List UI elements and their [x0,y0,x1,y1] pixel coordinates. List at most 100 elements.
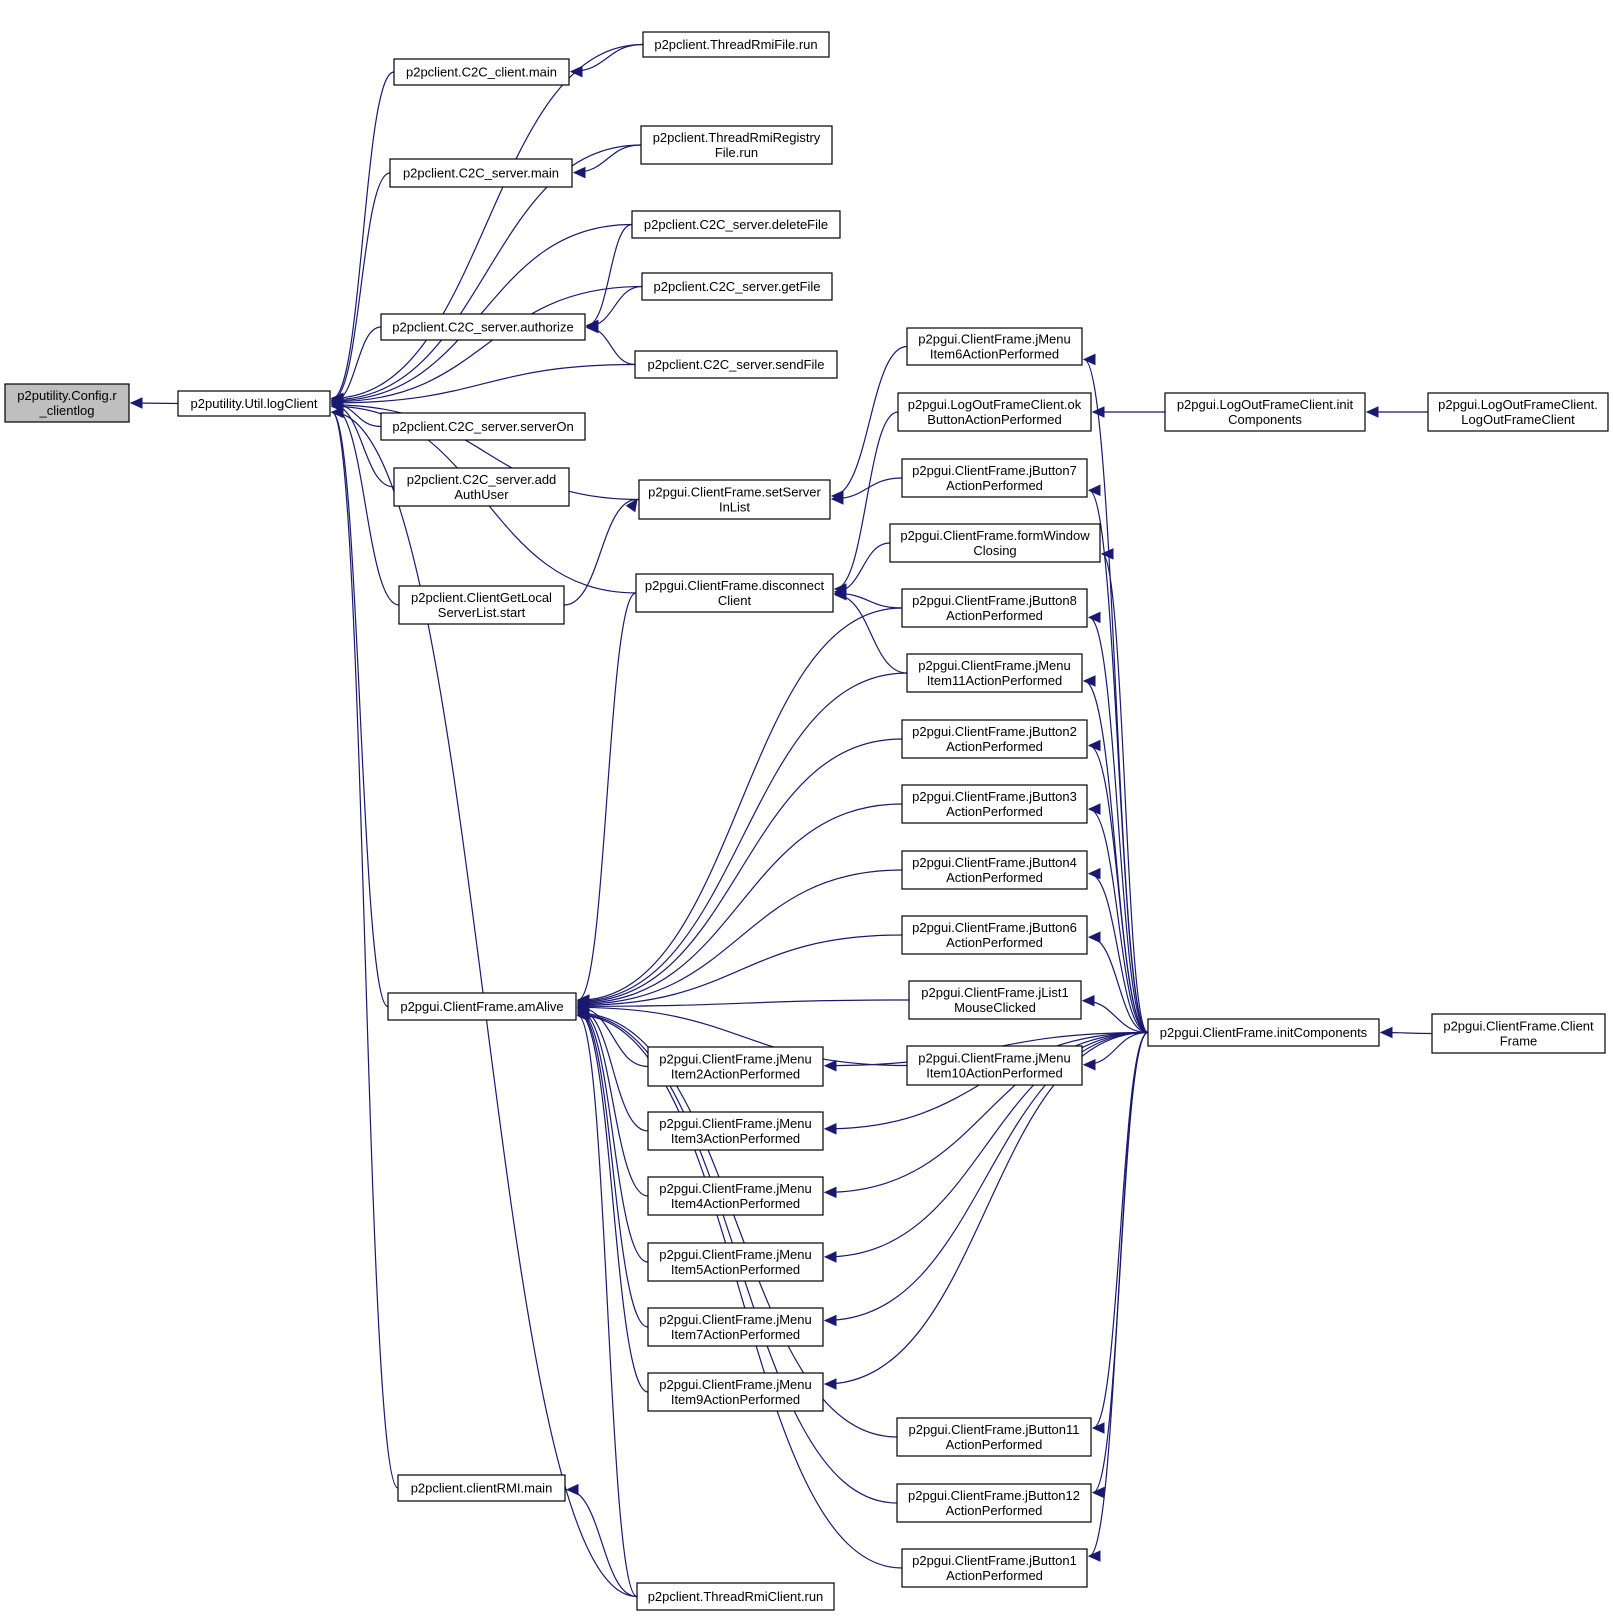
edge-n14-to-n15 [576,592,637,1006]
edge-n5-to-n1 [330,172,391,406]
node-label-line: Closing [973,543,1016,558]
node-n19[interactable]: p2pgui.LogOutFrameClient.okButtonActionP… [897,392,1092,432]
node-label-line: p2pgui.ClientFrame.formWindow [900,528,1090,543]
edge-n23-to-n15 [576,672,908,1008]
node-label-line: p2pclient.C2C_server.add [407,472,557,487]
node-n0[interactable]: p2putility.Config.r_clientlog [4,383,130,423]
node-label-line: p2pgui.LogOutFrameClient. [1438,397,1598,412]
node-label-line: Item10ActionPerformed [926,1066,1063,1081]
node-n18[interactable]: p2pgui.ClientFrame.jMenuItem6ActionPerfo… [906,327,1083,366]
node-n9[interactable]: p2pclient.C2C_server.sendFile [634,350,838,379]
node-label-line: Frame [1500,1034,1538,1049]
node-n31[interactable]: p2pgui.ClientFrame.jMenuItem3ActionPerfo… [647,1111,824,1151]
node-n22[interactable]: p2pgui.ClientFrame.jButton8ActionPerform… [901,588,1088,628]
edge-n25-to-n15 [576,803,903,1010]
node-n3[interactable]: p2pclient.ThreadRmiFile.run [642,31,830,58]
node-label-line: p2putility.Util.logClient [191,396,318,411]
node-label-line: p2pclient.C2C_server.deleteFile [644,217,828,232]
node-n37[interactable]: p2pgui.ClientFrame.jButton12ActionPerfor… [896,1483,1092,1523]
edge-n16-to-n1 [330,406,399,1489]
node-n33[interactable]: p2pgui.ClientFrame.jMenuItem5ActionPerfo… [647,1242,824,1282]
node-n34[interactable]: p2pgui.ClientFrame.jMenuItem7ActionPerfo… [647,1307,824,1347]
edge-n41-to-n25 [1087,803,1149,1034]
edge-n3-to-n2 [569,43,644,78]
node-label-line: ActionPerformed [946,1568,1043,1583]
node-n39[interactable]: p2pgui.LogOutFrameClient.initComponents [1164,392,1366,432]
node-n8[interactable]: p2pclient.C2C_server.authorize [380,313,586,341]
edge-n41-to-n38 [1087,1031,1149,1562]
node-n5[interactable]: p2pclient.C2C_server.main [389,158,573,188]
node-n1[interactable]: p2putility.Util.logClient [177,390,331,417]
node-n26[interactable]: p2pgui.ClientFrame.jButton4ActionPerform… [901,850,1088,890]
edge-n4-to-n5 [572,144,642,179]
node-label-line: p2pgui.ClientFrame.setServer [648,485,821,500]
edge-n40-to-n39 [1365,406,1428,418]
node-n25[interactable]: p2pgui.ClientFrame.jButton3ActionPerform… [901,784,1088,824]
node-label-line: p2pclient.ThreadRmiClient.run [648,1589,824,1604]
edge-n41-to-n26 [1087,867,1149,1034]
node-label-line: p2pgui.ClientFrame.disconnect [645,578,825,593]
node-n20[interactable]: p2pgui.ClientFrame.jButton7ActionPerform… [901,458,1088,498]
node-label-line: p2pgui.ClientFrame.jMenu [659,1052,811,1067]
edge-n7-to-n1 [330,285,643,408]
edge-n3-to-n1 [330,43,644,405]
node-label-line: p2pgui.ClientFrame.jButton4 [912,855,1077,870]
edge-layer [129,43,1433,1598]
node-n23[interactable]: p2pgui.ClientFrame.jMenuItem11ActionPerf… [906,653,1083,693]
node-label-line: InList [719,500,750,515]
node-label-line: Components [1228,412,1302,427]
node-label-line: p2pclient.C2C_server.main [403,166,559,181]
node-n7[interactable]: p2pclient.C2C_server.getFile [641,272,833,301]
node-label-line: p2pgui.ClientFrame.jMenu [918,1051,1070,1066]
node-n2[interactable]: p2pclient.C2C_client.main [393,58,570,86]
node-n40[interactable]: p2pgui.LogOutFrameClient.LogOutFrameClie… [1427,392,1609,432]
node-label-line: p2pgui.ClientFrame.Client [1443,1019,1594,1034]
node-label-line: p2putility.Config.r [17,388,117,403]
node-label-line: Item3ActionPerformed [671,1131,800,1146]
node-label-line: LogOutFrameClient [1461,412,1575,427]
edge-n23-to-n14 [833,588,908,674]
node-label-line: p2pclient.ThreadRmiFile.run [654,37,817,52]
node-n42[interactable]: p2pgui.ClientFrame.ClientFrame [1431,1013,1606,1054]
node-n36[interactable]: p2pgui.ClientFrame.jButton11ActionPerfor… [896,1417,1092,1457]
edge-n38-to-n15 [576,1009,903,1569]
node-n15[interactable]: p2pgui.ClientFrame.amAlive [387,992,577,1021]
edge-n41-to-n20 [1087,484,1149,1034]
edge-n1-to-n0 [129,397,179,409]
node-label-line: MouseClicked [954,1000,1036,1015]
node-label-line: _clientlog [39,403,95,418]
node-n10[interactable]: p2pclient.C2C_server.serverOn [380,412,586,441]
node-n16[interactable]: p2pclient.clientRMI.main [397,1474,566,1502]
node-label-line: p2pgui.ClientFrame.jMenu [918,658,1070,673]
node-label-line: p2pgui.ClientFrame.jButton2 [912,724,1077,739]
edge-n42-to-n41 [1379,1026,1433,1039]
node-label-line: ActionPerformed [946,608,1043,623]
node-n29[interactable]: p2pgui.ClientFrame.jMenuItem10ActionPerf… [906,1045,1083,1086]
node-label-line: ActionPerformed [946,1503,1043,1518]
node-n6[interactable]: p2pclient.C2C_server.deleteFile [631,210,841,239]
edge-n41-to-n36 [1091,1031,1149,1434]
node-label-line: p2pclient.ThreadRmiRegistry [653,130,821,145]
edge-n41-to-n22 [1087,611,1149,1034]
edge-n35-to-n15 [576,1006,649,1393]
node-n35[interactable]: p2pgui.ClientFrame.jMenuItem9ActionPerfo… [647,1372,824,1412]
node-n24[interactable]: p2pgui.ClientFrame.jButton2ActionPerform… [901,719,1088,759]
node-n32[interactable]: p2pgui.ClientFrame.jMenuItem4ActionPerfo… [647,1176,824,1216]
node-label-line: p2pgui.ClientFrame.jButton1 [912,1553,1077,1568]
node-label-line: ActionPerformed [946,935,1043,950]
node-n38[interactable]: p2pgui.ClientFrame.jButton1ActionPerform… [901,1548,1088,1588]
edge-n26-to-n15 [576,869,903,1011]
node-label-line: p2pgui.ClientFrame.jButton8 [912,593,1077,608]
node-n27[interactable]: p2pgui.ClientFrame.jButton6ActionPerform… [901,915,1088,955]
node-n17[interactable]: p2pclient.ThreadRmiClient.run [636,1582,835,1611]
node-n41[interactable]: p2pgui.ClientFrame.initComponents [1147,1018,1380,1047]
node-n30[interactable]: p2pgui.ClientFrame.jMenuItem2ActionPerfo… [647,1046,824,1087]
